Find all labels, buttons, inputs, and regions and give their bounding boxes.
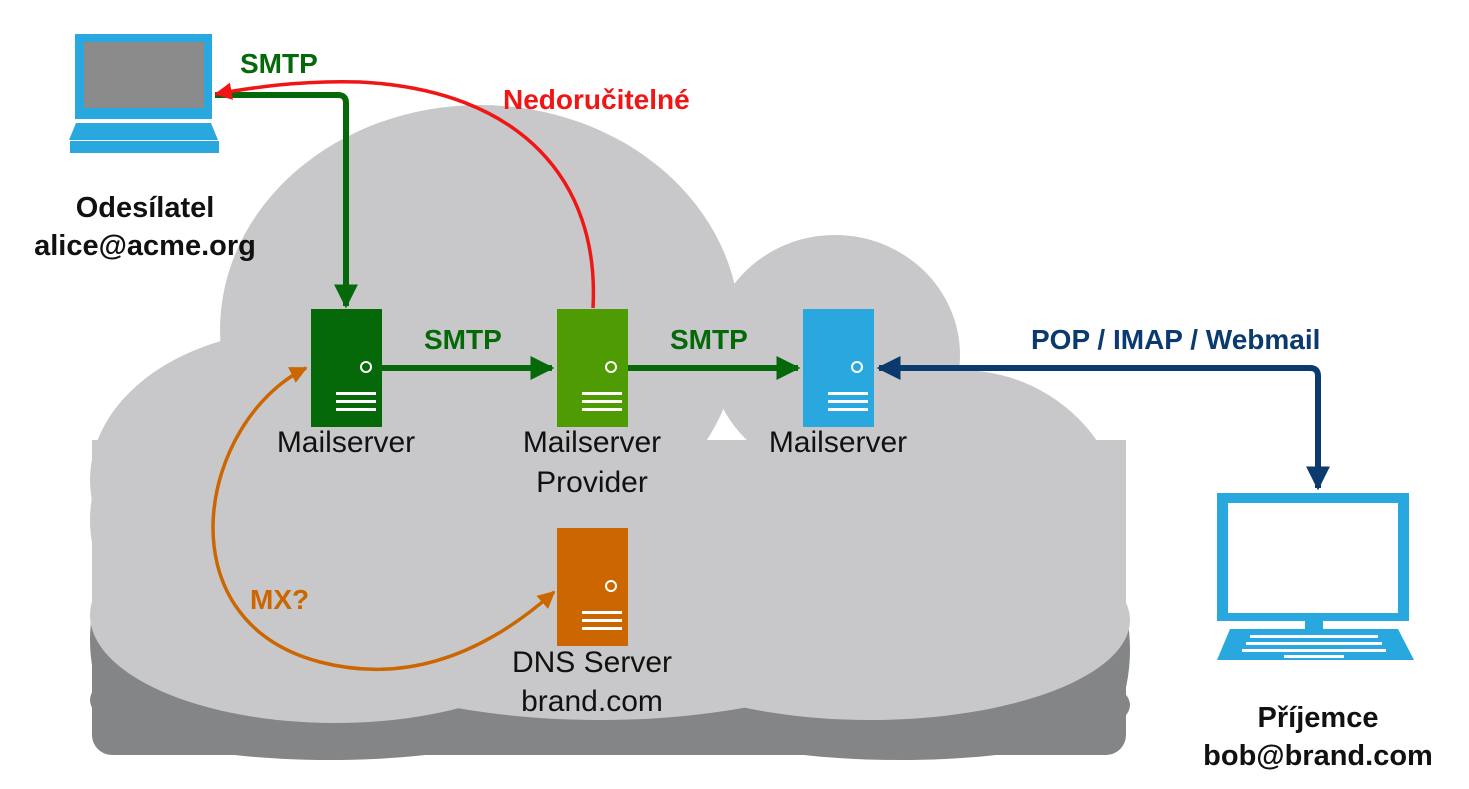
dns-server-label-line1: DNS Server xyxy=(511,646,673,679)
sender-name: Odesílatel xyxy=(75,192,215,224)
sender-email: alice@acme.org xyxy=(34,230,256,262)
mx-query-arrow xyxy=(211,366,556,672)
dns-server-label-line2: brand.com xyxy=(521,685,663,718)
smtp-relay2-label: SMTP xyxy=(670,324,748,355)
sender-mailserver-label: Mailserver xyxy=(276,426,416,459)
provider-mailserver-label-line1: Mailserver xyxy=(522,426,662,459)
recipient-laptop-icon xyxy=(1217,493,1414,660)
provider-mailserver-icon xyxy=(557,309,628,427)
smtp-client-label: SMTP xyxy=(240,48,318,79)
bounce-label: Nedoručitelné xyxy=(503,84,690,115)
sender-laptop-icon xyxy=(69,34,219,153)
smtp-client-arrow xyxy=(215,92,358,309)
provider-mailserver-label-line2: Provider xyxy=(536,466,648,499)
smtp-relay1-label: SMTP xyxy=(424,324,502,355)
recipient-email: bob@brand.com xyxy=(1203,740,1433,772)
access-label: POP / IMAP / Webmail xyxy=(1031,324,1321,355)
recipient-mailserver-icon xyxy=(803,309,874,427)
bounce-arrow xyxy=(214,79,596,309)
dns-server-icon xyxy=(557,528,628,646)
access-arrow xyxy=(876,356,1330,491)
sender-mailserver-icon xyxy=(311,309,382,427)
mx-query-label: MX? xyxy=(250,584,310,615)
recipient-mailserver-label: Mailserver xyxy=(768,426,908,459)
recipient-name: Příjemce xyxy=(1257,702,1379,734)
